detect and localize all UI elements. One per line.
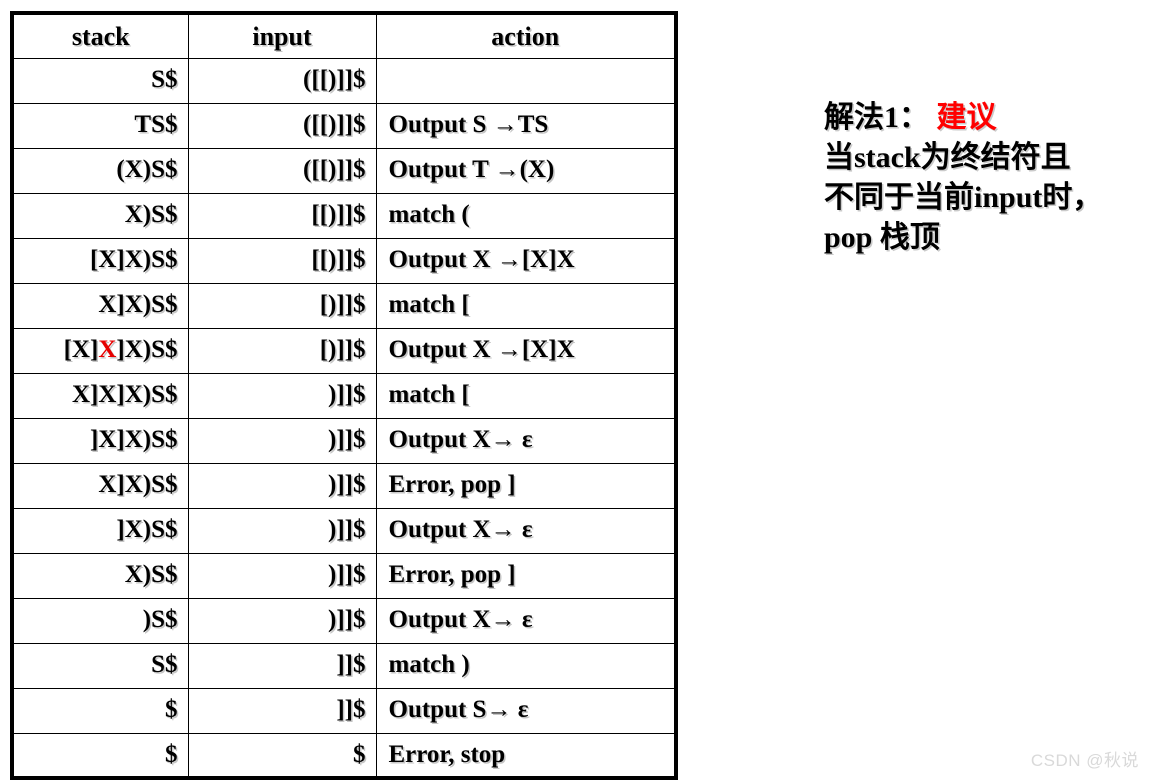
table-header: stack input action [11,12,677,59]
cell-action: Output X →[X]X [375,327,677,374]
table-row: X]X)S$)]]$Error, pop ] [11,462,677,509]
cell-action [375,57,677,104]
table-header-row: stack input action [11,12,677,59]
cell-stack: X]X)S$ [11,282,189,329]
cell-action: Output X→ ε [375,417,677,464]
cell-stack: X]X]X)S$ [11,372,189,419]
cell-stack: $ [11,687,189,734]
cell-input: [)]]$ [187,327,377,374]
cell-input: [)]]$ [187,282,377,329]
note-line-1-prefix: 解法1： [824,101,937,134]
cell-input: $ [187,732,377,779]
note-line-3: 不同于当前input时， [824,180,1103,214]
table-row: X)S$)]]$Error, pop ] [11,552,677,599]
cell-action: match [ [375,372,677,419]
column-header-action: action [375,12,677,59]
cell-stack: X]X)S$ [11,462,189,509]
cell-action: Output S→ ε [375,687,677,734]
table-row: X]X]X)S$)]]$match [ [11,372,677,419]
note-line-1: 解法1： 建议 [824,98,1144,138]
cell-stack: [X]X]X)S$ [11,327,189,374]
cell-stack: ]X]X)S$ [11,417,189,464]
cell-stack: S$ [11,57,189,104]
cell-input: [[)]]$ [187,237,377,284]
cell-stack: [X]X)S$ [11,237,189,284]
table-row: S$]]$match ) [11,642,677,689]
cell-stack: X)S$ [11,552,189,599]
cell-stack: )S$ [11,597,189,644]
cell-input: )]]$ [187,372,377,419]
cell-stack: $ [11,732,189,779]
cell-input: ([[)]]$ [187,57,377,104]
cell-action: Output T →(X) [375,147,677,194]
cell-input: [[)]]$ [187,192,377,239]
parse-trace-table: stack input action S$([[)]]$TS$([[)]]$Ou… [10,11,678,780]
table-body: S$([[)]]$TS$([[)]]$Output S →TS(X)S$([[)… [11,57,677,779]
table-row: $$Error, stop [11,732,677,779]
csdn-watermark: CSDN @秋说 [1030,751,1139,770]
cell-action: Output X→ ε [375,507,677,554]
cell-action: Output X →[X]X [375,237,677,284]
table-row: X]X)S$[)]]$match [ [11,282,677,329]
cell-input: ([[)]]$ [187,102,377,149]
cell-input: ]]$ [187,642,377,689]
table-row: )S$)]]$Output X→ ε [11,597,677,644]
stack-suffix: ]X)S$ [116,336,178,364]
table-row: TS$([[)]]$Output S →TS [11,102,677,149]
cell-input: )]]$ [187,507,377,554]
cell-action: Error, stop [375,732,677,779]
cell-action: match ) [375,642,677,689]
cell-input: )]]$ [187,597,377,644]
cell-action: Error, pop ] [375,462,677,509]
table-row: S$([[)]]$ [11,57,677,104]
note-line-4: pop 栈顶 [824,220,940,254]
cell-action: Output S →TS [375,102,677,149]
cell-action: match [ [375,282,677,329]
table-row: $]]$Output S→ ε [11,687,677,734]
table-row: ]X)S$)]]$Output X→ ε [11,507,677,554]
cell-input: )]]$ [187,552,377,599]
cell-input: )]]$ [187,462,377,509]
cell-input: )]]$ [187,417,377,464]
stack-accent-symbol: X [98,336,117,364]
note-line-2: 当stack为终结符且 [824,140,1071,174]
cell-action: Error, pop ] [375,552,677,599]
note-line-1-accent: 建议 [936,101,997,134]
column-header-input: input [187,12,377,59]
cell-stack: TS$ [11,102,189,149]
parse-trace-table-container: stack input action S$([[)]]$TS$([[)]]$Ou… [10,11,678,780]
cell-action: match ( [375,192,677,239]
stack-prefix: [X] [63,336,99,364]
cell-stack: ]X)S$ [11,507,189,554]
annotation-note: 解法1： 建议 当stack为终结符且 不同于当前input时， pop 栈顶 [824,98,1144,258]
table-row: X)S$[[)]]$match ( [11,192,677,239]
cell-input: ([[)]]$ [187,147,377,194]
cell-stack: X)S$ [11,192,189,239]
cell-stack: S$ [11,642,189,689]
table-row: (X)S$([[)]]$Output T →(X) [11,147,677,194]
table-row: [X]X]X)S$[)]]$Output X →[X]X [11,327,677,374]
table-row: [X]X)S$[[)]]$Output X →[X]X [11,237,677,284]
column-header-stack: stack [11,12,189,59]
cell-input: ]]$ [187,687,377,734]
cell-stack: (X)S$ [11,147,189,194]
cell-action: Output X→ ε [375,597,677,644]
table-row: ]X]X)S$)]]$Output X→ ε [11,417,677,464]
